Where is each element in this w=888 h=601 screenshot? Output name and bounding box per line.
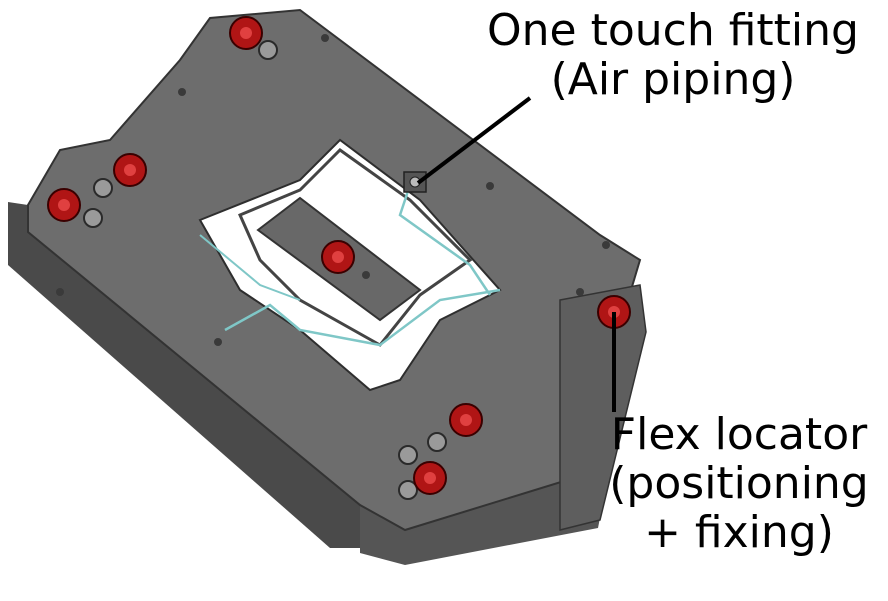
one-touch-fitting-icon bbox=[403, 171, 427, 193]
flex-locator-icon bbox=[47, 188, 81, 222]
right-edge-bracket bbox=[559, 284, 647, 531]
fitting-label-line1: One touch fitting bbox=[487, 5, 859, 56]
surface-hole-icon bbox=[56, 34, 610, 346]
inner-frame bbox=[238, 148, 473, 347]
fitting-leader-line bbox=[416, 96, 532, 185]
flex-locator-icon bbox=[321, 240, 355, 274]
air-piping-line bbox=[224, 288, 501, 347]
locator-label-line2: (positioning bbox=[609, 458, 869, 509]
flex-locator-icon bbox=[229, 16, 263, 50]
locator-label-line1: Flex locator bbox=[610, 409, 868, 460]
flex-locator-icon bbox=[113, 153, 147, 187]
bolt-icon bbox=[83, 40, 447, 500]
fitting-label-line2: (Air piping) bbox=[550, 54, 796, 105]
air-piping-line bbox=[398, 184, 492, 296]
one-touch-fitting-label: One touch fitting (Air piping) bbox=[458, 6, 888, 104]
air-piping-line bbox=[199, 234, 301, 301]
flex-locator-icon bbox=[449, 403, 483, 437]
flex-locator-label: Flex locator (positioning + fixing) bbox=[590, 410, 888, 557]
locator-label-line3: + fixing) bbox=[644, 507, 834, 558]
flex-locator-icon bbox=[413, 461, 447, 495]
